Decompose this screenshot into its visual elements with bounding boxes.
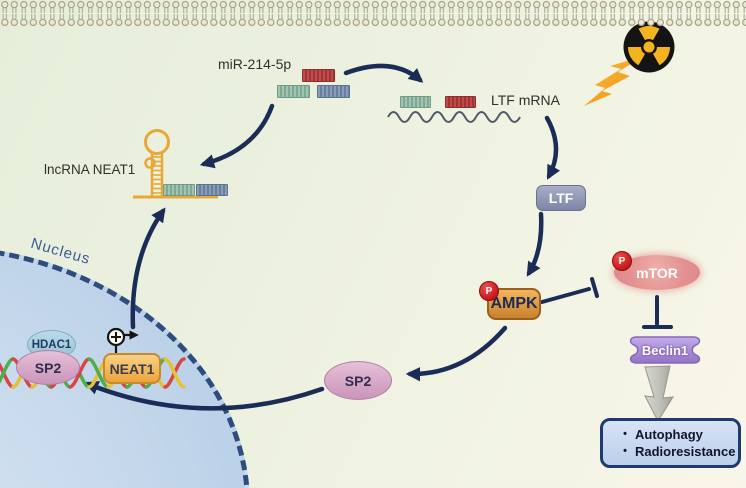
neat1-gene-node: NEAT1 [103,353,161,384]
arrow-mrna-to-ltf [544,115,561,180]
arrow-beclin1-to-outcomes [644,365,674,423]
mir-blue-block [317,85,350,98]
inhibition-ampk-mtor [540,277,599,304]
arrow-ampk-to-sp2 [405,325,508,382]
phospho-badge-ampk: P [479,281,499,301]
lncrna-neat1-label: lncRNA NEAT1 [44,162,136,177]
lncrna-green-block [163,184,195,196]
mir-214-5p-label: miR-214-5p [218,56,292,72]
ltf-node: LTF [536,185,586,211]
outcome-radioresistance-label: Radioresistance [635,444,736,459]
sp2-cytoplasm-node: SP2 [324,361,392,400]
mir-green-block [277,85,310,98]
inhibition-mtor-beclin1 [642,295,673,329]
arrow-mir-to-lncrna [199,103,275,169]
phospho-badge-mtor: P [612,251,632,271]
arrow-mir-to-mrna [343,63,424,83]
lncrna-blue-block [196,184,228,196]
outcome-autophagy-label: Autophagy [635,427,703,442]
beclin1-node: Beclin1 [627,335,703,365]
bullet-icon: • [623,428,627,440]
mir-red-block [302,69,335,82]
beclin1-ribbon-shape [629,336,701,364]
outcome-radioresistance: • Radioresistance [615,443,738,460]
ampk-node: AMPK [487,288,541,320]
mrna-wavy-line-icon [387,111,521,123]
mrna-green-block [400,96,431,108]
outcomes-box: • Autophagy • Radioresistance [600,418,741,468]
radiation-hazard-icon [623,21,675,73]
outcome-autophagy: • Autophagy [615,426,738,443]
arrow-ltf-to-ampk [526,211,544,277]
mrna-red-block [445,96,476,108]
lightning-bolt-icon [584,56,644,106]
sp2-nucleus-node: SP2 [16,350,80,385]
cell-membrane-band [0,0,746,27]
bullet-icon: • [623,445,627,457]
beclin1-label: Beclin1 [641,342,689,358]
ltf-mrna-label: LTF mRNA [491,92,560,108]
